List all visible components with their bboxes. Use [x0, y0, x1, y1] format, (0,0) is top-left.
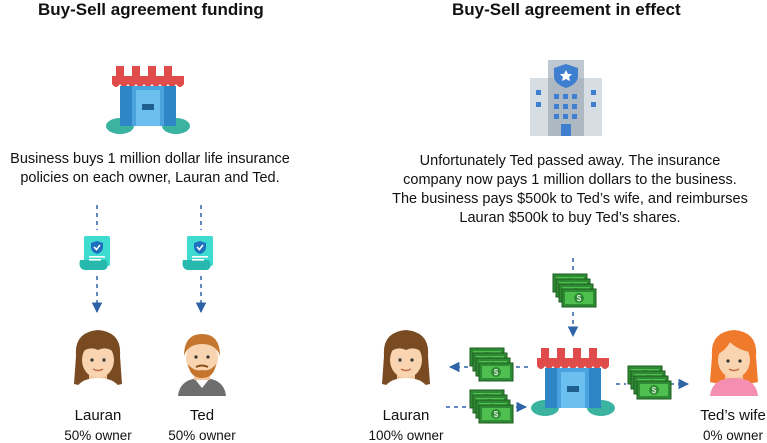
money-stack-icon: [470, 348, 514, 384]
money-stack-icon: [470, 390, 514, 426]
person-share-teds-wife: 0% owner: [690, 428, 767, 443]
money-stack-icon: [628, 366, 672, 402]
person-name-lauran: Lauran: [366, 407, 446, 424]
storefront-icon: [531, 348, 615, 418]
person-share-lauran: 100% owner: [356, 428, 456, 443]
lauran-avatar-icon: [380, 326, 432, 396]
person-name-teds-wife: Ted’s wife: [690, 407, 767, 424]
money-stack-icon: [553, 274, 597, 310]
teds-wife-avatar-icon: [708, 326, 760, 396]
